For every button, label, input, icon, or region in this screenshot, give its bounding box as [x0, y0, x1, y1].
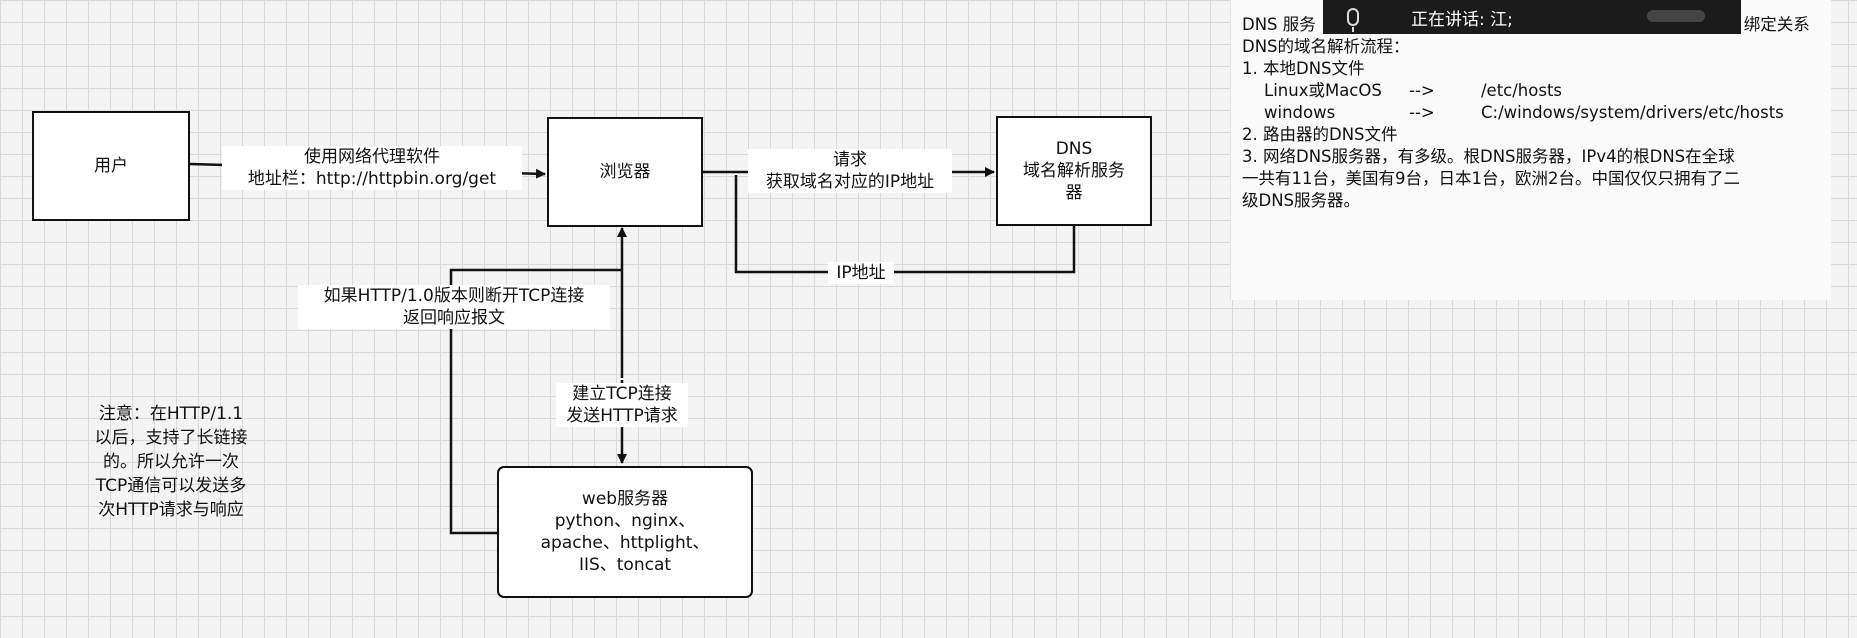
hosts-row-linux: Linux或MacOS-->/etc/hosts: [1264, 81, 1563, 100]
blurred-avatars: [1647, 10, 1705, 22]
edge-dns-ip: [734, 175, 1076, 274]
microphone-icon: [1347, 8, 1359, 32]
dns-notes-line-3: 1. 本地DNS文件: [1242, 59, 1365, 78]
edge-label-ip: IP地址: [828, 262, 894, 284]
user-box: 用户: [32, 111, 190, 221]
web-server-box: web服务器 python、nginx、 apache、httplight、 I…: [497, 466, 753, 598]
dns-notes-panel: [1230, 0, 1831, 300]
dns-notes-line-8: 一共有11台，美国有9台，日本1台，欧洲2台。中国仅仅只拥有了二: [1242, 169, 1740, 188]
http11-note: 注意：在HTTP/1.1 以后，支持了长链接 的。所以允许一次 TCP通信可以发…: [94, 404, 248, 520]
edge-label-user-browser: 使用网络代理软件 地址栏：http://httpbin.org/get: [222, 146, 522, 190]
dns-notes-text: DNS 服务绑定关系 DNS的域名解析流程： 1. 本地DNS文件 Linux或…: [1242, 14, 1810, 212]
edge-http10-loop: [449, 268, 622, 535]
dns-notes-line-2: DNS的域名解析流程：: [1242, 37, 1410, 56]
edge-label-request: 请求 获取域名对应的IP地址: [748, 149, 952, 193]
hosts-row-windows: windows-->C:/windows/system/drivers/etc/…: [1264, 103, 1784, 122]
edge-label-http10: 如果HTTP/1.0版本则断开TCP连接 返回响应报文: [298, 285, 610, 329]
dns-notes-line-1: DNS 服务绑定关系: [1242, 15, 1810, 34]
speaking-indicator: 正在讲话: 江;: [1323, 0, 1741, 34]
edge-label-tcp: 建立TCP连接 发送HTTP请求: [556, 383, 688, 427]
browser-box: 浏览器: [547, 117, 703, 227]
dns-notes-line-6: 2. 路由器的DNS文件: [1242, 125, 1398, 144]
dns-notes-line-7: 3. 网络DNS服务器，有多级。根DNS服务器，IPv4的根DNS在全球: [1242, 147, 1735, 166]
dns-notes-line-9: 级DNS服务器。: [1242, 191, 1361, 210]
dns-server-box: DNS 域名解析服务 器: [996, 116, 1152, 226]
